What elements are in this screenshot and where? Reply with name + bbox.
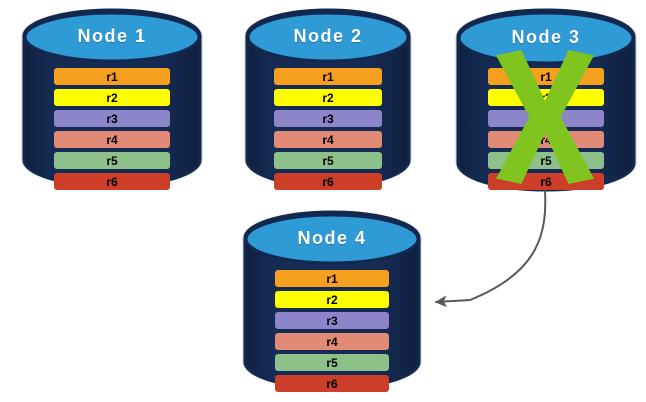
row-bar-r4: r4 [488, 131, 604, 148]
row-bar-r2: r2 [488, 89, 604, 106]
row-bar-r3: r3 [275, 312, 389, 329]
node-3-rows: r1 r2 r3 r4 r5 r6 [488, 68, 604, 190]
row-bar-r6: r6 [54, 173, 170, 190]
row-bar-r5: r5 [54, 152, 170, 169]
row-bar-r5: r5 [488, 152, 604, 169]
row-bar-r6: r6 [275, 375, 389, 392]
row-bar-r5: r5 [274, 152, 382, 169]
row-bar-r2: r2 [54, 89, 170, 106]
row-bar-r5: r5 [275, 354, 389, 371]
node-4-rows: r1 r2 r3 r4 r5 r6 [275, 270, 389, 392]
node-2-rows: r1 r2 r3 r4 r5 r6 [274, 68, 382, 190]
row-bar-r2: r2 [274, 89, 382, 106]
row-bar-r4: r4 [54, 131, 170, 148]
row-bar-r4: r4 [274, 131, 382, 148]
arrow-path [434, 190, 547, 308]
row-bar-r3: r3 [488, 110, 604, 127]
row-bar-r6: r6 [488, 173, 604, 190]
row-bar-r3: r3 [54, 110, 170, 127]
row-bar-r2: r2 [275, 291, 389, 308]
row-bar-r4: r4 [275, 333, 389, 350]
node-1-rows: r1 r2 r3 r4 r5 r6 [54, 68, 170, 190]
row-bar-r1: r1 [274, 68, 382, 85]
row-bar-r6: r6 [274, 173, 382, 190]
row-bar-r1: r1 [488, 68, 604, 85]
row-bar-r1: r1 [54, 68, 170, 85]
row-bar-r1: r1 [275, 270, 389, 287]
row-bar-r3: r3 [274, 110, 382, 127]
